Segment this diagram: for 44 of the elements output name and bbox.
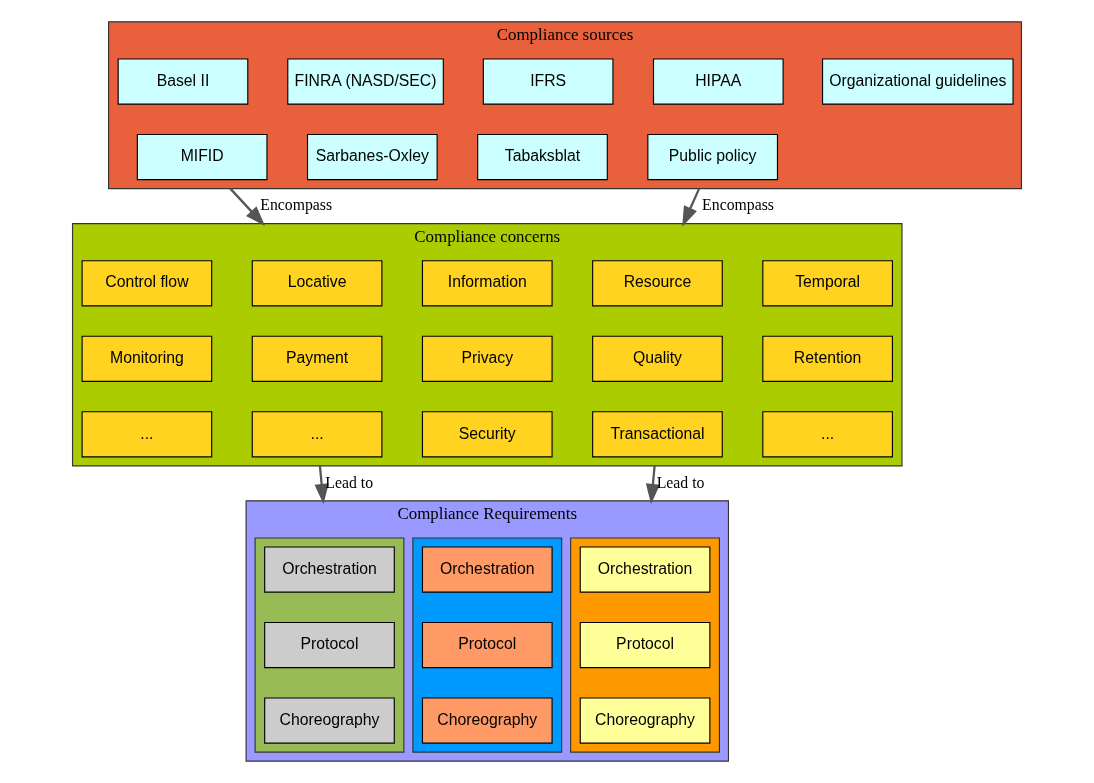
node-box: HIPAA <box>652 58 784 105</box>
cluster <box>570 537 720 753</box>
cluster <box>254 537 405 753</box>
edge-label: Encompass <box>702 196 774 214</box>
node-box: Choreography <box>579 697 711 744</box>
node-box: Locative <box>251 260 383 307</box>
node-box: ... <box>762 411 893 458</box>
node-box: Security <box>421 411 553 458</box>
arrow <box>314 465 329 505</box>
node-box: Temporal <box>762 260 893 307</box>
node-box: MIFID <box>136 133 268 181</box>
node-box: Basel II <box>117 58 249 105</box>
arrow <box>682 188 701 227</box>
node-box: Retention <box>762 335 893 382</box>
node-box: Choreography <box>421 697 553 744</box>
node-box: Protocol <box>264 621 395 669</box>
node-box: Protocol <box>579 621 711 669</box>
node-box: Choreography <box>264 697 395 744</box>
node-box: Quality <box>592 335 723 382</box>
node-box: Tabaksblat <box>477 133 608 181</box>
node-box: Protocol <box>421 621 553 669</box>
arrow <box>229 187 266 227</box>
node-box: Resource <box>592 260 723 307</box>
node-box: Monitoring <box>81 335 213 382</box>
node-box: Sarbanes-Oxley <box>306 133 438 181</box>
node-box: IFRS <box>482 58 614 105</box>
edge-label: Lead to <box>325 473 374 491</box>
edge-label: Lead to <box>656 473 705 491</box>
node-box: Control flow <box>81 260 213 307</box>
node-box: Transactional <box>592 411 723 458</box>
node-box: Organizational guidelines <box>822 58 1014 105</box>
node-box: Orchestration <box>421 546 553 593</box>
edge-label: Encompass <box>260 196 333 214</box>
node-box: ... <box>251 411 383 458</box>
node-box: FINRA (NASD/SEC) <box>287 58 444 105</box>
node-box: Orchestration <box>579 546 711 593</box>
cluster <box>412 537 563 753</box>
arrow <box>645 465 660 505</box>
node-box: Information <box>421 260 553 307</box>
node-box: Privacy <box>421 335 553 382</box>
node-box: Orchestration <box>264 546 395 593</box>
node-box: ... <box>81 411 213 458</box>
node-box: Payment <box>251 335 383 382</box>
node-box: Public policy <box>647 133 779 181</box>
